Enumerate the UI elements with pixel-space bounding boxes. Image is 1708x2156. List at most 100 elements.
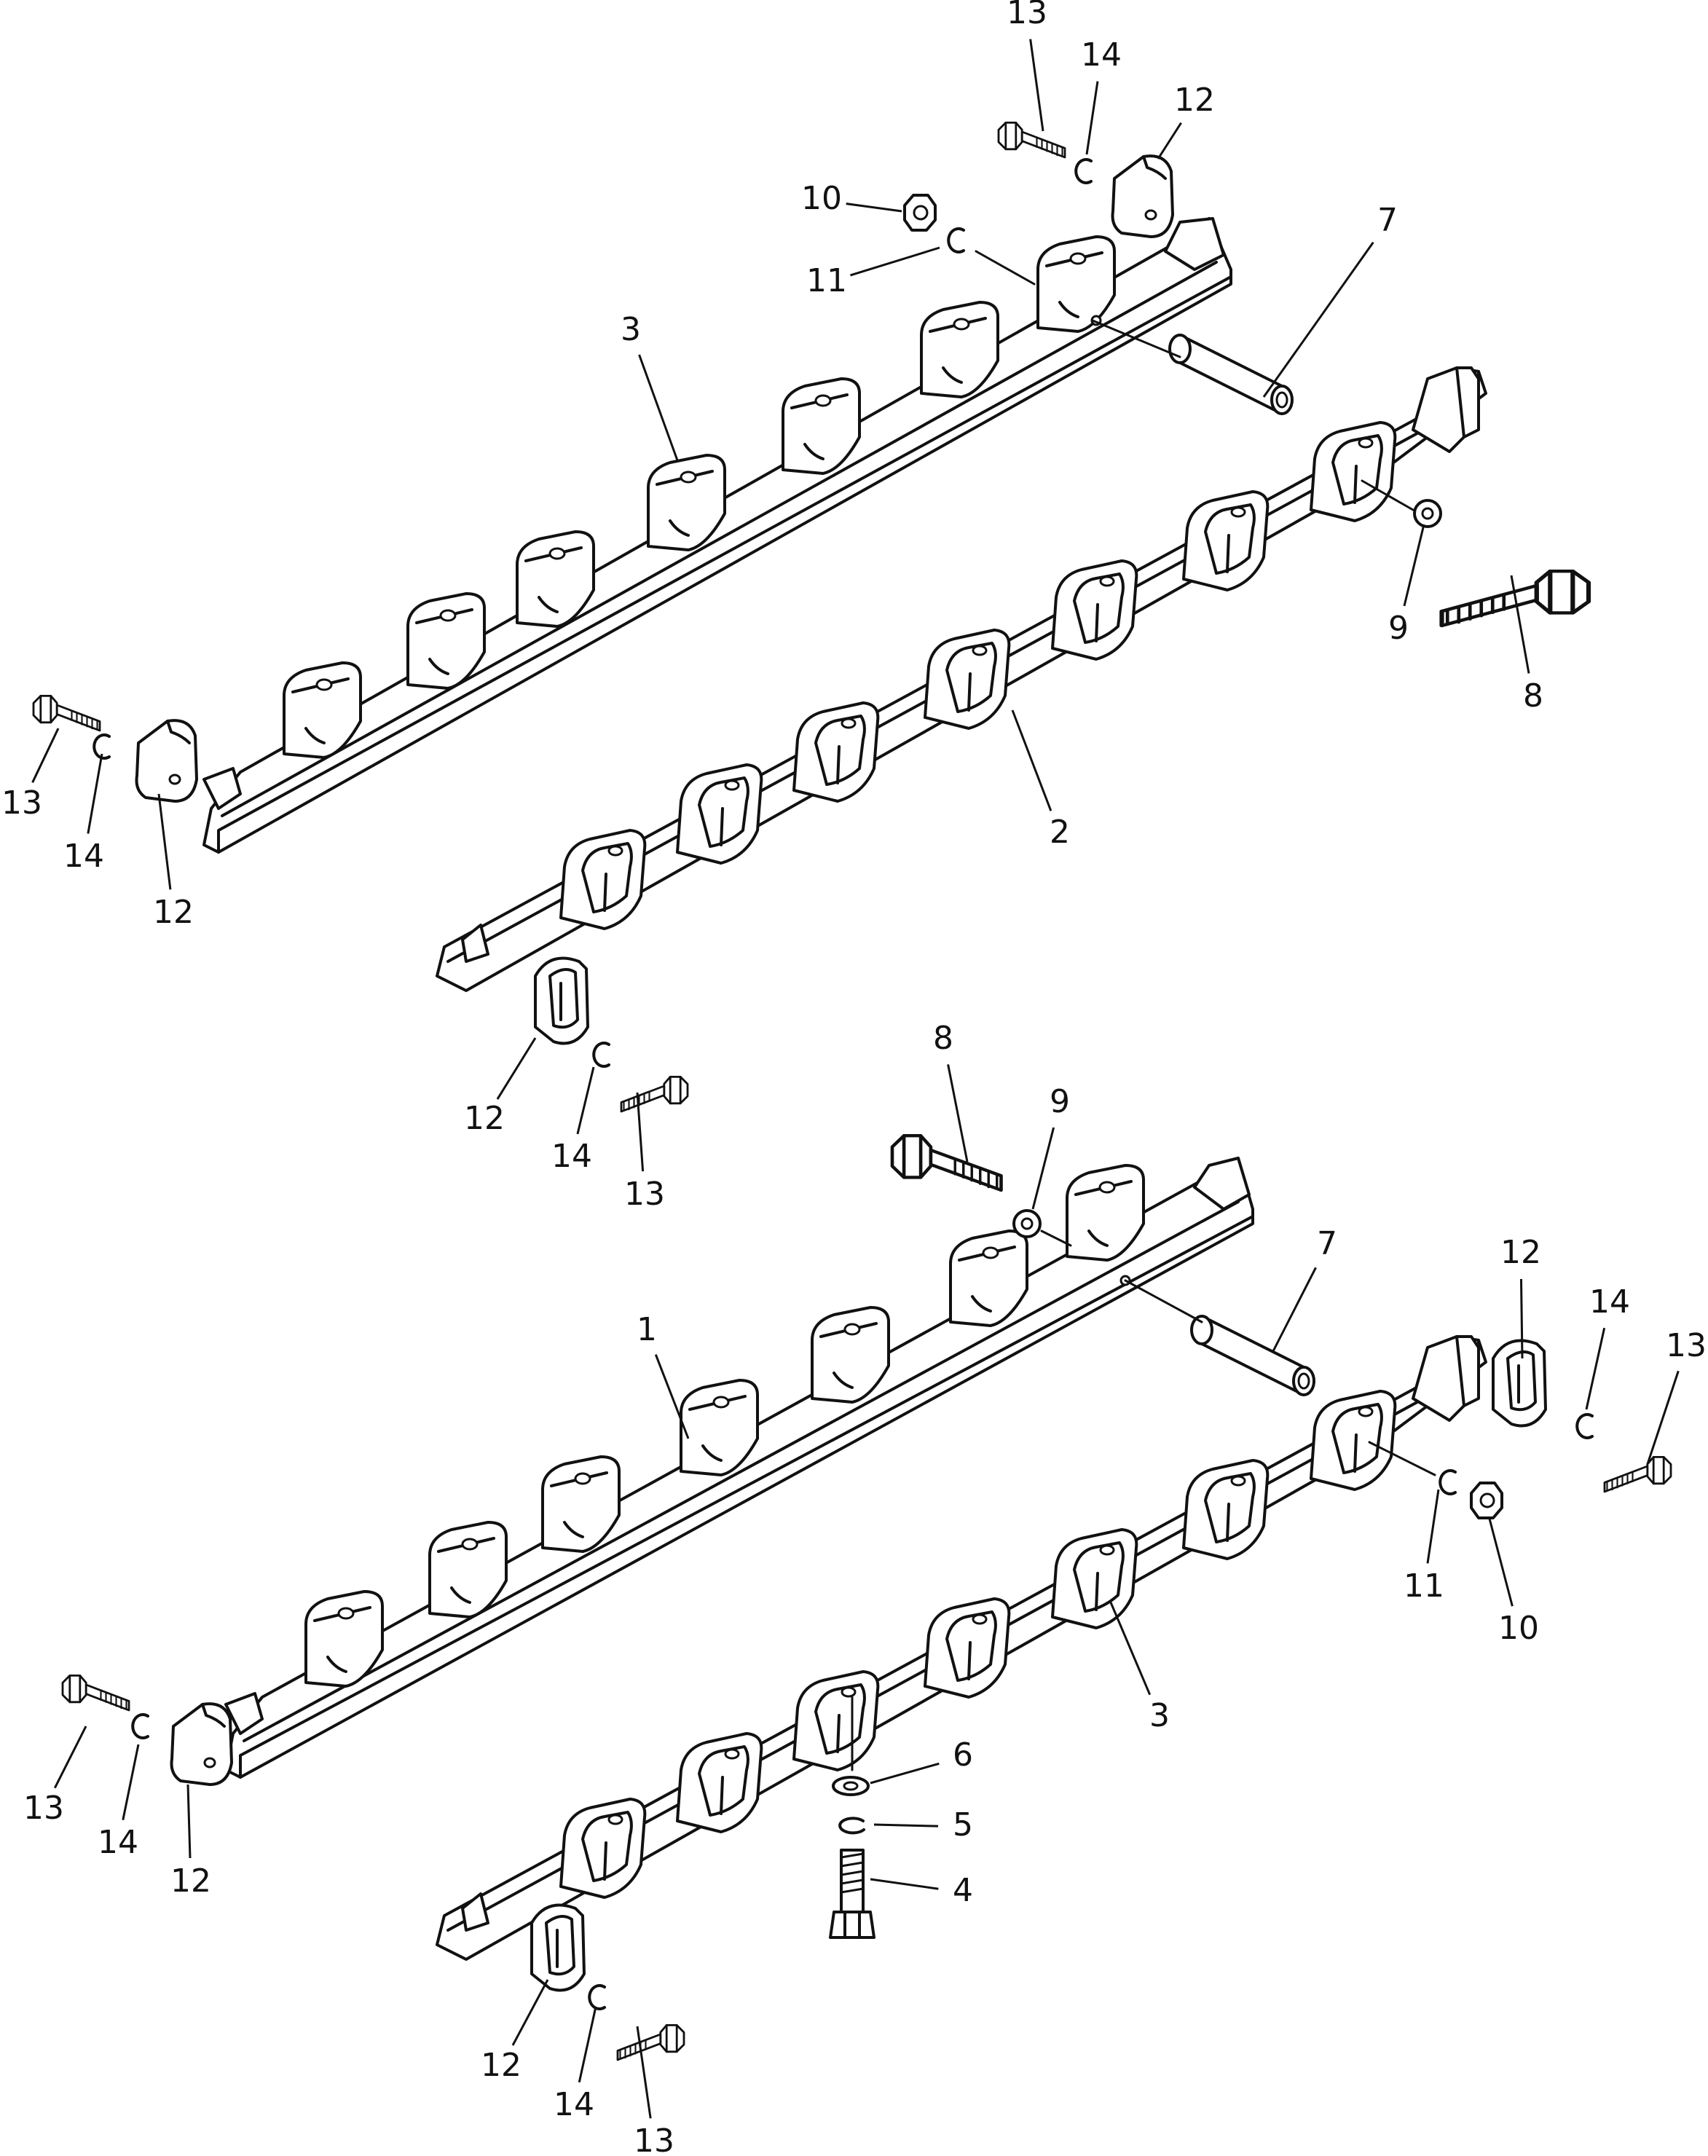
washer-9-lower [1012,1209,1042,1238]
callout-label-c-12-ul: 12 [153,894,194,931]
leader-line-c-13-ml [636,1092,645,1172]
leader-line-c-12-ul [157,793,172,890]
callout-label-c-14-bl: 14 [554,2086,594,2123]
callout-label-c-4: 4 [953,1872,973,1909]
leader-line-c-12-bl [511,1979,549,2046]
lockwasher-14-ml [592,1042,610,1068]
lockwasher-14-ll [131,1713,149,1739]
plate-12-ll [170,1702,233,1786]
guard-3-upper [202,217,1232,854]
guard-3-lower [436,1335,1487,1961]
plate-12-ul [135,719,198,803]
bolt-8-lower [892,1136,1001,1190]
callout-label-c-10-bot: 10 [1498,1610,1539,1647]
leader-line-c-14-top [1085,81,1099,155]
leader-line-c-4 [870,1878,939,1890]
leader-line-c-10-top [846,202,902,213]
callout-label-c-10-top: 10 [801,180,842,217]
leader-line-c-3-top [638,354,679,461]
leader-line-c-12-ml [496,1037,537,1100]
leader-line-c-12-mr [1519,1278,1524,1359]
callout-label-c-13-ml: 13 [624,1176,665,1213]
washer-6 [832,1776,870,1796]
leader-line-c-3-bot [1109,1602,1152,1696]
leader-line-c-11-top [850,246,940,277]
callout-label-c-13-mr: 13 [1666,1327,1707,1364]
leader-line-c-1 [654,1354,690,1439]
callout-label-c-12-ll: 12 [170,1862,211,1900]
guard-2 [436,366,1487,992]
leader-line-c-13-bl [636,2026,652,2119]
uclip-12-ml [534,956,589,1045]
callout-label-c-13-bl: 13 [634,2122,674,2156]
washer-9-upper [1413,499,1442,528]
callout-label-c-13-ll: 13 [23,1790,64,1827]
leader-line-c-6 [870,1762,940,1785]
leader-line-c-12-ll [186,1784,192,1859]
callout-label-c-8-mid: 8 [933,1020,953,1057]
bolt-13-ml [620,1076,689,1113]
callout-label-c-3-top: 3 [621,311,641,348]
nut-10-upper [903,194,937,232]
callout-label-c-14-top: 14 [1081,36,1122,74]
leader-line-c-13-ll [53,1726,87,1789]
callout-label-c-14-ul: 14 [63,838,104,875]
leader-line-c-14-mr [1585,1327,1606,1410]
lockwasher-11-lower [1439,1469,1457,1495]
callout-label-c-14-mr: 14 [1589,1283,1630,1321]
uclip-12-mr [1492,1339,1547,1428]
lockwasher-5 [838,1817,865,1835]
sleeve-7-lower [1190,1315,1315,1396]
uclip-12-bl [530,1903,586,1992]
plate-12-top [1111,154,1174,238]
callout-label-c-5: 5 [953,1806,973,1844]
callout-label-c-13-ul: 13 [1,784,42,822]
bolt-13-mr [1603,1456,1672,1493]
callout-label-c-7-mid: 7 [1317,1225,1337,1262]
callout-label-c-13-top: 13 [1007,0,1047,31]
leader-line-c-11-bot [1426,1489,1440,1564]
leader-line-c-14-ml [576,1066,595,1135]
guard-1 [224,1157,1254,1779]
leader-line-c-10-bot [1488,1518,1514,1607]
callout-label-c-11-top: 11 [806,262,847,299]
callout-label-c-1: 1 [637,1311,657,1348]
callout-label-c-8-top: 8 [1523,677,1543,715]
leader-line-c-7-top [1262,241,1374,398]
callout-label-c-12-mr: 12 [1500,1234,1541,1271]
leader-line-c-9-top [1403,524,1425,607]
leader-line-c-8-mid [947,1064,969,1162]
leader-line-c-14-ll [122,1744,140,1820]
callout-label-c-3-bot: 3 [1149,1697,1170,1734]
callout-label-c-6: 6 [953,1736,973,1774]
leader-line-c-14-bl [578,2006,597,2083]
callout-label-c-11-bot: 11 [1404,1567,1444,1605]
leader-line-c-5 [873,1823,939,1828]
callout-label-c-12-bl: 12 [481,2047,522,2084]
callout-label-c-12-ml: 12 [464,1100,505,1137]
bolt-13-bl [616,2023,685,2061]
leader-line-c-9-mid [1031,1127,1055,1210]
leader-line-c-7-mid [1272,1267,1317,1352]
leader-line-c-13-ul [31,728,60,783]
lockwasher-11-upper [947,227,965,253]
leader-line-c-13-top [1029,39,1044,132]
bolt-13-top [997,121,1066,159]
callout-label-c-9-top: 9 [1388,610,1409,647]
leader-line-c-12-top [1157,122,1182,160]
callout-label-c-14-ll: 14 [98,1824,138,1861]
leader-line-c-8-top [1510,575,1530,674]
leader-line-c-2 [1011,709,1052,811]
nut-10-lower [1470,1482,1503,1519]
callout-label-c-12-top: 12 [1174,82,1215,119]
lockwasher-14-bl [588,1984,606,2010]
callout-label-c-2: 2 [1050,814,1070,851]
lockwasher-14-top [1074,158,1093,184]
bolt-13-ul [32,695,101,732]
bolt-13-ll [61,1674,130,1712]
callout-label-c-9-mid: 9 [1050,1083,1070,1120]
leader-line-c-14-ul [87,753,103,834]
lockwasher-14-mr [1575,1413,1594,1439]
